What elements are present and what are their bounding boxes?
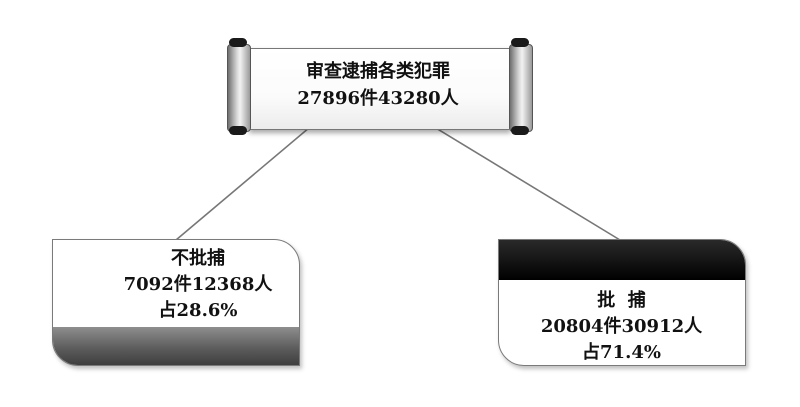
scroll-cap-right-top [511,38,529,47]
not-arrested-text: 不批捕 7092件12368人 占28.6% [113,246,283,324]
scroll-roller-right [509,44,533,132]
connector-left [175,121,317,241]
scroll-cap-right-bottom [511,126,529,135]
scroll-roller-left [227,44,251,132]
not-arrested-label: 不批捕 [171,248,225,269]
not-arrested-share: 占28.6% [158,300,238,321]
connector-right [425,121,621,241]
scroll-paper [247,48,509,130]
arrested-share: 占71.4% [582,342,661,363]
scroll-cap-left-bottom [229,126,247,135]
not-arrested-band [53,327,299,365]
root-title: 审查逮捕各类犯罪 [306,61,450,82]
scroll-cap-left-top [229,38,247,47]
arrested-label: 批 捕 [597,290,646,311]
arrested-stats: 20804件30912人 [540,316,703,337]
root-node-text: 审查逮捕各类犯罪 27896件43280人 [247,58,509,112]
not-arrested-node: 不批捕 7092件12368人 占28.6% [52,239,300,366]
arrested-band [499,240,745,280]
root-stats: 27896件43280人 [297,88,459,109]
not-arrested-stats: 7092件12368人 [123,274,273,295]
arrested-node: 批 捕 20804件30912人 占71.4% [498,239,746,366]
arrested-text: 批 捕 20804件30912人 占71.4% [519,288,724,365]
